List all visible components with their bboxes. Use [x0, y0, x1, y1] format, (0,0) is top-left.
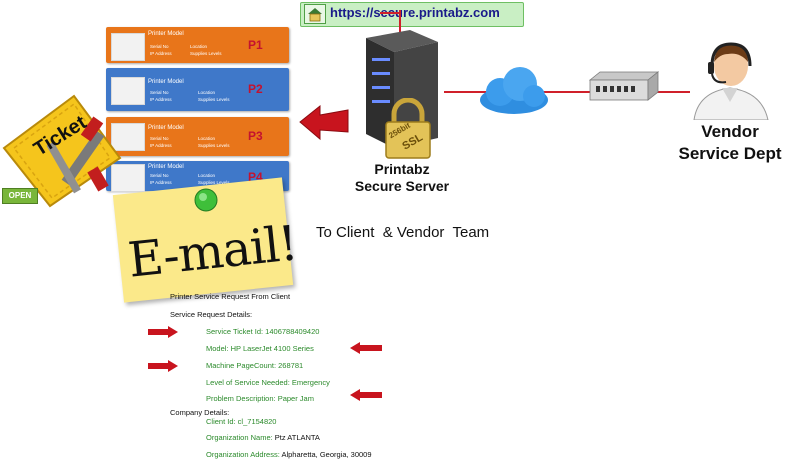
ticket-icon — [2, 94, 122, 208]
pointer-arrow-icon — [148, 326, 178, 338]
service-request-details-label: Service Request Details: — [170, 310, 253, 319]
printer-icon — [111, 164, 145, 192]
printer-field: IP Address — [150, 180, 172, 185]
problem-description-line: Problem Description: Paper Jam — [206, 394, 314, 403]
service-level-line: Level of Service Needed: Emergency — [206, 378, 330, 387]
vendor-person-icon — [693, 42, 769, 120]
printer-field: Serial No — [150, 44, 169, 49]
printer-field: Serial No — [150, 173, 169, 178]
ticket-id-line: Service Ticket Id: 1406788409420 — [206, 327, 320, 336]
printer-card-p1: Printer Model Serial No IP Address Locat… — [106, 27, 289, 63]
printer-icon — [111, 33, 145, 61]
vendor-label-line1: Vendor — [701, 122, 759, 141]
server-label-line2: Secure Server — [354, 178, 450, 194]
printer-title: Printer Model — [148, 164, 184, 170]
organization-name-line: Organization Name: Ptz ATLANTA — [206, 433, 320, 442]
printer-id: P1 — [248, 38, 263, 52]
organization-name-value: Ptz ATLANTA — [272, 433, 320, 442]
vendor-label: Vendor Service Dept — [664, 121, 796, 165]
printer-field: Location — [198, 173, 216, 178]
arrow-to-printers-icon — [299, 104, 349, 141]
network-switch-icon — [588, 71, 660, 101]
printer-field: Location — [190, 44, 208, 49]
printer-field: IP Address — [150, 143, 172, 148]
pointer-arrow-icon — [350, 342, 382, 354]
printer-icon — [111, 77, 145, 105]
printer-title: Printer Model — [148, 31, 184, 37]
client-id-line: Client Id: cl_7154820 — [206, 417, 277, 426]
printer-id: P2 — [248, 82, 263, 96]
printer-field: Supplies Levels — [198, 97, 230, 102]
printer-field: Location — [198, 90, 216, 95]
vendor-label-line2: Service Dept — [678, 144, 782, 163]
server-label: Printabz Secure Server — [352, 161, 452, 195]
url-text[interactable]: https://secure.printabz.com — [330, 5, 500, 20]
printer-icon — [111, 123, 145, 151]
pointer-arrow-icon — [148, 360, 178, 372]
printer-card-p2: Printer Model Serial No IP Address Locat… — [106, 68, 289, 111]
printer-id: P3 — [248, 129, 263, 143]
page-count-line: Machine PageCount: 268781 — [206, 361, 304, 370]
printer-field: IP Address — [150, 51, 172, 56]
cloud-icon — [480, 67, 548, 114]
printer-title: Printer Model — [148, 125, 184, 131]
pointer-arrow-icon — [350, 389, 382, 401]
printer-field: Supplies Levels — [198, 180, 230, 185]
model-line: Model: HP LaserJet 4100 Series — [206, 344, 314, 353]
printer-card-p3: Printer Model Serial No IP Address Locat… — [106, 117, 289, 156]
email-content: Printer Service Request From Client Serv… — [170, 292, 430, 460]
to-client-vendor-label: To Client & Vendor Team — [316, 224, 490, 241]
server-label-line1: Printabz — [374, 161, 430, 177]
ssl-padlock-icon — [385, 98, 431, 159]
printer-field: IP Address — [150, 97, 172, 102]
url-bar[interactable] — [300, 2, 524, 27]
email-heading: Printer Service Request From Client — [170, 292, 291, 301]
company-details-label: Company Details: — [170, 408, 230, 417]
organization-name-label: Organization Name: — [206, 433, 273, 442]
organization-address-line: Organization Address: Alpharetta, Georgi… — [206, 450, 372, 459]
secure-lock-icon — [304, 4, 326, 24]
ticket-status-badge: OPEN — [2, 188, 38, 204]
organization-address-value: Alpharetta, Georgia, 30009 — [279, 450, 372, 459]
organization-address-label: Organization Address: — [206, 450, 280, 459]
printer-field: Serial No — [150, 90, 169, 95]
printer-field: Serial No — [150, 136, 169, 141]
printer-title: Printer Model — [148, 79, 184, 85]
printer-field: Supplies Levels — [190, 51, 222, 56]
push-pin-icon — [194, 188, 218, 212]
printer-field: Location — [198, 136, 216, 141]
printer-field: Supplies Levels — [198, 143, 230, 148]
